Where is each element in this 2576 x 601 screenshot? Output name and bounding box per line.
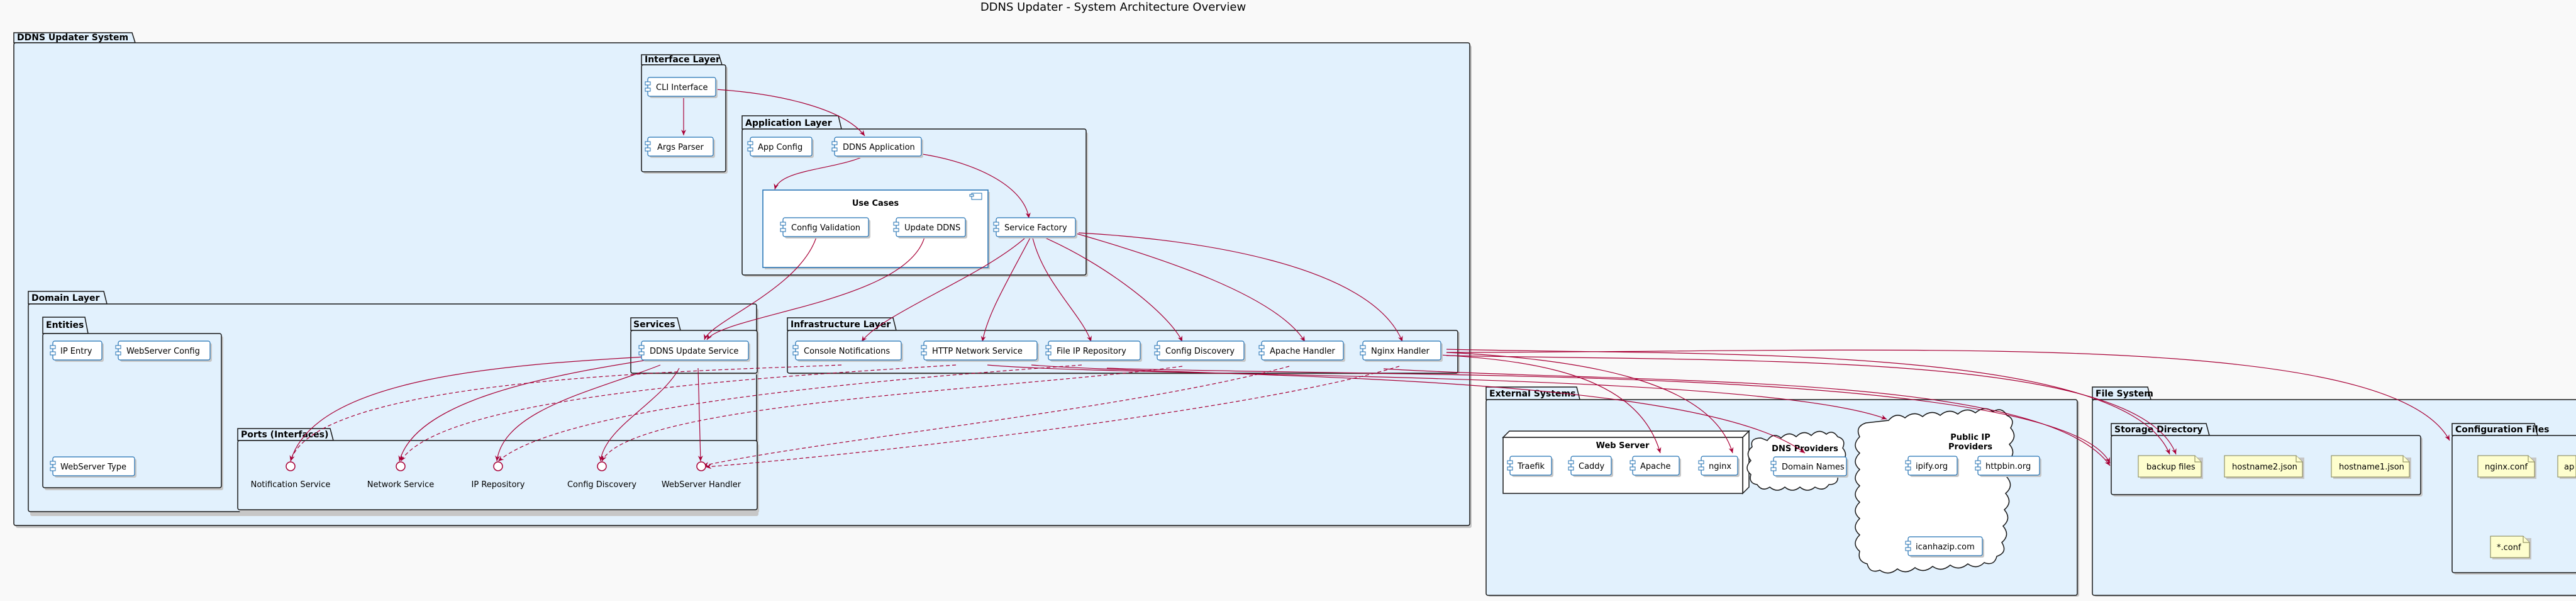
- file-label: ap: [2564, 463, 2574, 472]
- file-label: hostname2.json: [2232, 463, 2297, 472]
- component-traefik: Traefik: [1507, 456, 1553, 477]
- component-label: DDNS Application: [843, 143, 915, 152]
- component-label: Apache: [1640, 462, 1671, 471]
- component-label: nginx: [1709, 462, 1731, 471]
- interface-config-discovery: Config Discovery: [567, 461, 636, 490]
- component-label: IP Entry: [60, 347, 92, 356]
- package-label: File System: [2096, 389, 2153, 399]
- package-entities: Entities: [42, 317, 223, 490]
- component-webserver-type: WebServer Type: [50, 456, 136, 478]
- component-label: Update DDNS: [904, 223, 960, 233]
- package-label: Application Layer: [745, 118, 832, 128]
- interface-label: IP Repository: [472, 480, 525, 490]
- component-service-factory: Service Factory: [993, 217, 1077, 239]
- file-nginx-conf: nginx.conf: [2477, 455, 2536, 479]
- file-apache-conf-partial: ap: [2557, 455, 2576, 479]
- interface-network-service: Network Service: [367, 461, 434, 490]
- component-nginx-handler: Nginx Handler: [1360, 340, 1443, 362]
- file-label: backup files: [2146, 463, 2196, 472]
- interface-label: WebServer Handler: [662, 480, 741, 490]
- component-label: icanhazip.com: [1916, 542, 1975, 552]
- file-star-conf: *.conf: [2490, 536, 2531, 559]
- component-label: Nginx Handler: [1371, 347, 1430, 356]
- package-label: Interface Layer: [645, 55, 720, 65]
- package-label: Ports (Interfaces): [241, 430, 328, 440]
- file-backup-files: backup files: [2138, 455, 2203, 479]
- component-label: CLI Interface: [656, 83, 708, 93]
- dns-providers-label: DNS Providers: [1772, 444, 1838, 454]
- component-label: Config Validation: [791, 223, 860, 233]
- file-label: *.conf: [2497, 543, 2521, 553]
- component-ip-entry: IP Entry: [50, 340, 104, 362]
- component-console-notifications: Console Notifications: [792, 340, 903, 362]
- component-domain-names: Domain Names: [1770, 456, 1848, 478]
- component-icanhazip: icanhazip.com: [1905, 536, 1984, 558]
- component-ddns-application: DDNS Application: [831, 137, 923, 158]
- interface-webserver-handler: WebServer Handler: [662, 461, 741, 490]
- component-webserver-config: WebServer Config: [115, 340, 212, 362]
- component-label: App Config: [758, 143, 802, 152]
- component-args-parser: Args Parser: [645, 137, 715, 158]
- component-config-discovery: Config Discovery: [1154, 340, 1246, 362]
- component-app-config: App Config: [747, 137, 814, 158]
- component-label: WebServer Type: [60, 463, 126, 472]
- component-label: Service Factory: [1004, 223, 1067, 233]
- interface-label: Config Discovery: [567, 480, 636, 490]
- component-label: DDNS Update Service: [650, 347, 738, 356]
- component-label: httpbin.org: [1985, 462, 2031, 471]
- component-label: WebServer Config: [126, 347, 200, 356]
- component-label: Caddy: [1579, 462, 1605, 471]
- package-label: Services: [633, 320, 675, 330]
- file-label: hostname1.json: [2339, 463, 2404, 472]
- web-server-label: Web Server: [1596, 441, 1650, 451]
- package-label: Infrastructure Layer: [791, 320, 891, 330]
- component-label: Apache Handler: [1270, 347, 1335, 356]
- interface-label: Network Service: [367, 480, 434, 490]
- interface-notification-service: Notification Service: [251, 461, 331, 490]
- component-ddns-update-service: DDNS Update Service: [638, 340, 750, 362]
- component-label: ipify.org: [1916, 462, 1948, 471]
- file-hostname2-json: hostname2.json: [2224, 455, 2304, 479]
- component-caddy: Caddy: [1568, 456, 1613, 477]
- component-cli-interface: CLI Interface: [645, 77, 718, 98]
- package-label: DDNS Updater System: [17, 33, 128, 43]
- component-config-validation: Config Validation: [780, 217, 870, 239]
- file-label: nginx.conf: [2485, 463, 2528, 472]
- file-hostname1-json: hostname1.json: [2331, 455, 2411, 479]
- component-nginx: nginx: [1698, 456, 1740, 477]
- component-apache: Apache: [1629, 456, 1681, 477]
- use-cases-label: Use Cases: [852, 199, 899, 208]
- component-httpbin: httpbin.org: [1975, 456, 2041, 477]
- component-label: Console Notifications: [804, 347, 890, 356]
- public-ip-providers-label-1: Public IP: [1950, 433, 1990, 442]
- component-label: File IP Repository: [1057, 347, 1126, 356]
- relationship-arrows: [289, 89, 2450, 469]
- package-label: External Systems: [1489, 389, 1575, 399]
- component-label: Traefik: [1517, 462, 1545, 471]
- component-label: HTTP Network Service: [932, 347, 1023, 356]
- component-label: Domain Names: [1782, 463, 1845, 472]
- interface-ip-repository: IP Repository: [472, 461, 525, 490]
- component-label: Config Discovery: [1165, 347, 1235, 356]
- package-label: Configuration Files: [2455, 425, 2550, 435]
- component-apache-handler: Apache Handler: [1258, 340, 1345, 362]
- package-label: Entities: [46, 320, 84, 330]
- diagram-title: DDNS Updater - System Architecture Overv…: [980, 1, 1246, 14]
- component-http-network-service: HTTP Network Service: [921, 340, 1039, 362]
- public-ip-providers-label-2: Providers: [1948, 442, 1992, 452]
- component-update-ddns: Update DDNS: [893, 217, 967, 239]
- package-label: Domain Layer: [31, 293, 99, 303]
- package-ports: Ports (Interfaces): [237, 428, 759, 513]
- component-file-ip-repository: File IP Repository: [1045, 340, 1142, 362]
- component-ipify: ipify.org: [1905, 456, 1959, 477]
- component-label: Args Parser: [657, 143, 704, 152]
- interface-label: Notification Service: [251, 480, 331, 490]
